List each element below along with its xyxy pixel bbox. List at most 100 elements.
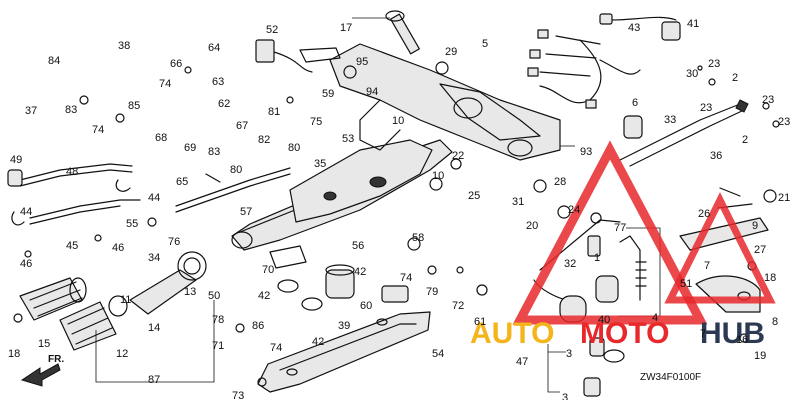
watermark-text-moto: MOTO <box>580 317 669 350</box>
callout-label: 53 <box>342 133 354 145</box>
callout-label: 43 <box>628 22 640 34</box>
callout-label: 57 <box>240 206 252 218</box>
callout-label: 77 <box>614 222 626 234</box>
callout-label: 58 <box>412 232 424 244</box>
callout-label: 82 <box>258 134 270 146</box>
front-label: FR. <box>48 354 64 365</box>
shift-rod <box>175 167 291 213</box>
mount-bracket <box>329 43 575 161</box>
callout-label: 36 <box>710 150 722 162</box>
callout-label: 74 <box>270 342 282 354</box>
callout-label: 32 <box>564 258 576 270</box>
callout-label: 76 <box>168 236 180 248</box>
callout-label: 65 <box>176 176 188 188</box>
callout-label: 3 <box>566 348 572 360</box>
fasteners <box>13 61 780 387</box>
bolt-17 <box>352 10 420 55</box>
callout-label: 14 <box>148 322 160 334</box>
callout-label: 37 <box>25 105 37 117</box>
callout-label: 25 <box>468 190 480 202</box>
callout-label: 94 <box>366 86 378 98</box>
callout-label: 52 <box>266 24 278 36</box>
callout-label: 30 <box>686 68 698 80</box>
callout-label: 79 <box>426 286 438 298</box>
callout-label: 44 <box>20 206 32 218</box>
callout-label: 26 <box>698 208 710 220</box>
callout-label: 2 <box>732 72 738 84</box>
callout-label: 84 <box>48 55 60 67</box>
cable-36 <box>619 99 749 167</box>
callout-label: 1 <box>594 252 600 264</box>
callout-label: 83 <box>65 104 77 116</box>
watermark-text-auto: AUTO <box>470 317 554 350</box>
throttle-grip <box>19 251 215 383</box>
callout-label: 72 <box>452 300 464 312</box>
callout-label: 3 <box>562 392 568 400</box>
callout-label: 11 <box>120 294 131 306</box>
callout-label: 6 <box>632 97 638 109</box>
callout-label: 60 <box>360 300 372 312</box>
lower-cover <box>257 311 431 393</box>
callout-label: 12 <box>116 348 128 360</box>
callout-label: 28 <box>554 176 566 188</box>
callout-label: 66 <box>170 58 182 70</box>
callout-label: 55 <box>126 218 138 230</box>
front-arrow-icon <box>20 363 61 387</box>
watermark-text-hub: HUB <box>700 317 765 350</box>
wire-harness <box>527 13 681 109</box>
callout-label: 74 <box>400 272 412 284</box>
callout-label: 49 <box>10 154 22 166</box>
callout-label: 42 <box>312 336 324 348</box>
callout-label: 74 <box>92 124 104 136</box>
callout-label: 73 <box>232 390 244 400</box>
connector-52 <box>255 39 341 73</box>
callout-label: 80 <box>288 142 300 154</box>
callout-label: 85 <box>128 100 140 112</box>
callout-label: 42 <box>258 290 270 302</box>
callout-label: 23 <box>708 58 720 70</box>
callout-label: 39 <box>338 320 350 332</box>
callout-label: 27 <box>754 244 766 256</box>
callout-label: 83 <box>208 146 220 158</box>
watermark-triangle-small <box>664 192 776 304</box>
callout-label: 46 <box>112 242 124 254</box>
callout-label: 61 <box>474 316 486 328</box>
callout-label: 22 <box>452 150 464 162</box>
callout-label: 10 <box>432 170 444 182</box>
callout-label: 15 <box>38 338 50 350</box>
callout-label: 18 <box>764 272 776 284</box>
callout-label: 2 <box>742 134 748 146</box>
watermark-triangle-large <box>512 140 708 325</box>
callout-label: 23 <box>700 102 712 114</box>
callout-label: 95 <box>356 56 368 68</box>
callout-label: 56 <box>352 240 364 252</box>
callout-label: 81 <box>268 106 280 118</box>
callout-label: 5 <box>482 38 488 50</box>
callout-label: 69 <box>184 142 196 154</box>
callout-label: 38 <box>118 40 130 52</box>
callout-label: 70 <box>262 264 274 276</box>
callout-label: 20 <box>526 220 538 232</box>
callout-label: 44 <box>148 192 160 204</box>
callout-label: 68 <box>155 132 167 144</box>
callout-label: 42 <box>354 266 366 278</box>
callout-label: 23 <box>762 94 774 106</box>
callout-label: 64 <box>208 42 220 54</box>
callout-label: 4 <box>652 312 658 324</box>
callout-label: 46 <box>20 258 32 270</box>
callout-label: 21 <box>778 192 790 204</box>
callout-label: 75 <box>310 116 322 128</box>
callout-label: 48 <box>66 166 78 178</box>
callout-label: 17 <box>340 22 352 34</box>
callout-label: 51 <box>680 278 692 290</box>
callout-label: 34 <box>148 252 160 264</box>
callout-label: 47 <box>516 356 528 368</box>
callout-label: 50 <box>208 290 220 302</box>
callout-label: 23 <box>778 116 790 128</box>
callout-label: 59 <box>322 88 334 100</box>
throttle-cable-lever <box>7 163 141 226</box>
front-direction-marker: FR. <box>20 354 64 387</box>
stop-switch-assembly <box>533 219 661 397</box>
callout-label: 67 <box>236 120 248 132</box>
